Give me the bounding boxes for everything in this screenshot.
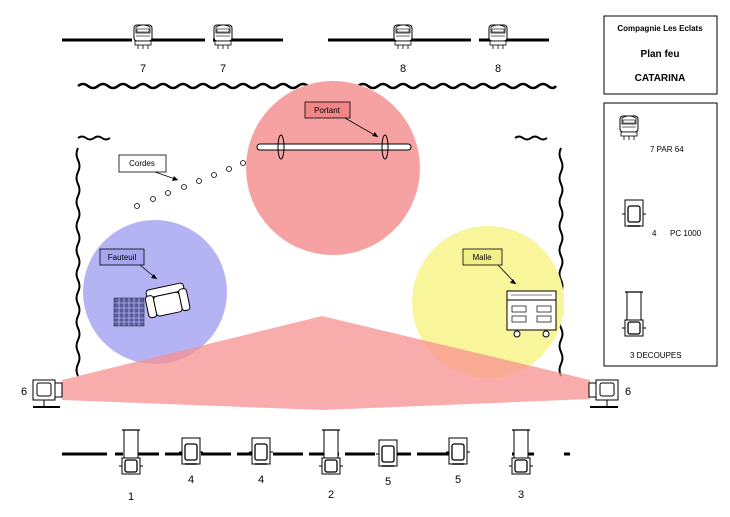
red-light-zone <box>246 81 420 255</box>
arrow-head <box>172 176 178 181</box>
pc1000-fixture <box>248 437 274 465</box>
legend-decoupes: 3 DECOUPES <box>630 351 682 360</box>
portant-label-box <box>304 101 351 119</box>
arrow-head <box>510 279 516 284</box>
legend-pc1000-label: PC 1000 <box>670 229 702 238</box>
arrow-head <box>372 132 378 137</box>
fixture-number: 7 <box>220 63 226 75</box>
decoupe-fixture <box>118 429 144 475</box>
company-name: Compagnie Les Eclats <box>617 24 703 33</box>
par64-fixture <box>213 24 233 50</box>
fixture-number: 7 <box>140 63 146 75</box>
pc1000-fixture <box>445 437 471 465</box>
right-wing <box>558 147 564 377</box>
fixture-number: 2 <box>328 489 334 501</box>
plan-title: Plan feu <box>641 49 680 60</box>
trunk <box>506 290 557 338</box>
malle-label: Malle <box>472 253 492 262</box>
left-wing-top <box>77 135 111 141</box>
fixture-number: 1 <box>128 491 134 503</box>
fixture-number: 3 <box>518 489 524 501</box>
pc1000-legend-icon <box>621 199 647 227</box>
front-light-beam <box>62 316 590 410</box>
portant-label: Portant <box>314 106 341 115</box>
par64-fixture <box>133 24 153 50</box>
rope-points <box>134 160 246 209</box>
fixture-number: 5 <box>385 476 391 488</box>
legend-pc1000-number: 4 <box>652 229 657 238</box>
fauteuil-label-box <box>99 248 145 266</box>
right-wing-top <box>514 135 548 141</box>
decoupe-fixture <box>508 429 534 475</box>
pc1000-fixture <box>375 439 401 467</box>
portant-rack <box>256 134 412 160</box>
rug-grid <box>113 297 145 327</box>
armchair <box>144 282 191 319</box>
fixture-number: 8 <box>495 63 501 75</box>
par64-legend-icon <box>619 115 639 141</box>
yellow-light-zone <box>412 226 564 378</box>
portant-arrow <box>344 117 379 138</box>
show-name: CATARINA <box>635 73 686 84</box>
pc1000-fixture <box>178 437 204 465</box>
par64-fixture <box>488 24 508 50</box>
side-fixture-right <box>588 379 619 408</box>
fixture-number: 8 <box>400 63 406 75</box>
side-fixture-left <box>32 379 63 408</box>
legend-block <box>603 102 718 367</box>
cordes-label-box <box>118 154 167 173</box>
fixture-number: 5 <box>455 474 461 486</box>
side-fixture-number: 6 <box>21 386 27 398</box>
left-wing <box>75 147 81 377</box>
title-block <box>603 15 718 95</box>
cordes-label: Cordes <box>129 159 155 168</box>
fixture-number: 4 <box>188 474 194 486</box>
decoupe-fixture <box>318 429 344 475</box>
arrow-head <box>151 274 157 279</box>
fauteuil-label: Fauteuil <box>108 253 137 262</box>
par64-fixture <box>393 24 413 50</box>
side-fixture-number: 6 <box>625 386 631 398</box>
fixture-number: 4 <box>258 474 264 486</box>
malle-label-box <box>462 248 503 266</box>
legend-par64: 7 PAR 64 <box>650 145 684 154</box>
